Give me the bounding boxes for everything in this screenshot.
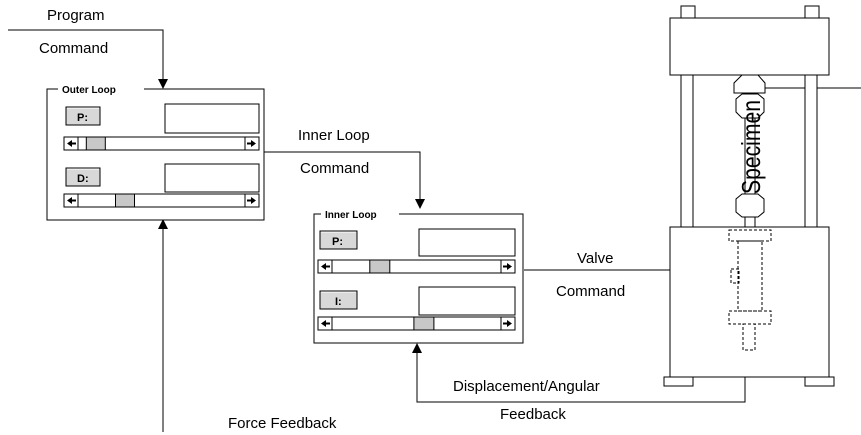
top-cap-left — [680, 5, 696, 19]
specimen-label: Specimen — [736, 100, 766, 194]
machine-base — [669, 226, 830, 378]
outer-loop-panel: Outer Loop P: D: — [46, 83, 265, 221]
inner-p-button[interactable]: P: — [319, 230, 358, 250]
inner-p-slider[interactable] — [317, 259, 516, 274]
left-arrow-glyph — [321, 320, 330, 327]
outer-p-slider-thumb[interactable] — [85, 136, 106, 151]
label-displacement: Displacement/Angular — [453, 378, 600, 395]
lower-grip — [735, 193, 765, 218]
column-left — [680, 74, 694, 228]
outer-d-slider[interactable] — [63, 193, 260, 208]
inner-i-value-field[interactable] — [418, 286, 516, 316]
inner-p-value-field[interactable] — [418, 228, 516, 257]
upper-grip — [735, 93, 765, 119]
label-command: Command — [39, 40, 108, 57]
load-cell — [733, 74, 766, 94]
label-inner-loop: Inner Loop — [298, 127, 370, 144]
outer-d-button-label: D: — [77, 173, 89, 185]
column-right — [804, 74, 818, 228]
outer-p-slider[interactable] — [63, 136, 260, 151]
inner-i-button[interactable]: I: — [319, 290, 358, 310]
outer-d-slider-thumb[interactable] — [115, 193, 135, 208]
label-inner-command: Command — [300, 160, 369, 177]
outer-d-value-field[interactable] — [164, 163, 260, 193]
outer-loop-title: Outer Loop — [62, 85, 116, 96]
outer-p-value-field[interactable] — [164, 103, 260, 134]
label-valve-command: Command — [556, 283, 625, 300]
label-valve: Valve — [577, 250, 613, 267]
outer-p-button[interactable]: P: — [65, 106, 101, 126]
top-cap-right — [804, 5, 820, 19]
inner-loop-title: Inner Loop — [325, 210, 377, 221]
foot-left — [663, 376, 694, 387]
label-program: Program — [47, 7, 105, 24]
outer-p-button-label: P: — [77, 112, 88, 124]
load-frame — [663, 5, 835, 387]
inner-p-slider-thumb[interactable] — [369, 259, 391, 274]
hydraulic-actuator — [728, 229, 772, 351]
left-arrow-glyph — [67, 197, 76, 204]
right-arrow-glyph — [503, 320, 512, 327]
inner-p-button-label: P: — [332, 236, 343, 248]
left-arrow-glyph — [67, 140, 76, 147]
piston — [744, 216, 756, 228]
label-force-feedback: Force Feedback — [228, 415, 337, 432]
right-arrow-glyph — [503, 263, 512, 270]
inner-i-button-label: I: — [335, 296, 342, 308]
inner-i-slider-thumb[interactable] — [413, 316, 435, 331]
inner-loop-panel: Inner Loop P: I: — [313, 208, 524, 344]
foot-right — [804, 376, 835, 387]
right-arrow-glyph — [247, 197, 256, 204]
inner-loop-command-line — [264, 151, 425, 209]
inner-i-slider[interactable] — [317, 316, 516, 331]
label-feedback: Feedback — [500, 406, 566, 423]
outer-d-button[interactable]: D: — [65, 167, 101, 187]
right-arrow-glyph — [247, 140, 256, 147]
crosshead — [669, 17, 830, 76]
left-arrow-glyph — [321, 263, 330, 270]
program-command-line — [8, 29, 168, 89]
